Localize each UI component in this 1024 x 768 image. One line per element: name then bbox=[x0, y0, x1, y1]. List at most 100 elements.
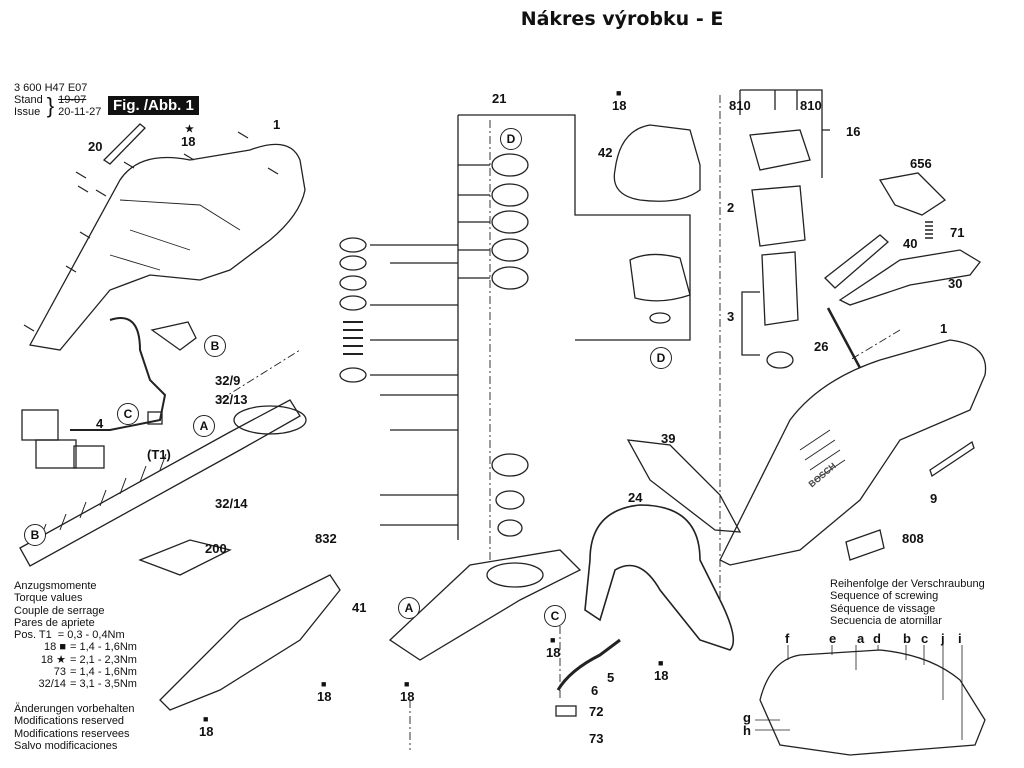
stand-old-value: 19-07 bbox=[58, 94, 87, 106]
strip-20 bbox=[102, 123, 146, 165]
square-mark-icon: ■ bbox=[59, 641, 66, 654]
sequence-heading-de: Reihenfolge der Verschraubung bbox=[830, 578, 985, 590]
clamp-72 bbox=[555, 705, 577, 717]
part-label-810: 810 bbox=[800, 98, 822, 113]
part-label-30: 30 bbox=[948, 276, 963, 291]
torque-range: = 3,1 - 3,5Nm bbox=[70, 678, 137, 691]
sequence-letter-h: h bbox=[743, 723, 751, 738]
bracket-21 bbox=[458, 114, 691, 341]
armature-3 bbox=[761, 251, 799, 326]
torque-pos: Pos. T1 bbox=[14, 629, 52, 642]
torque-row: 18 ■ = 1,4 - 1,6Nm bbox=[14, 641, 137, 653]
part-label-26: 26 bbox=[814, 339, 829, 354]
torque-heading-es: Pares de apriete bbox=[14, 616, 95, 629]
gear-stack-connectors bbox=[370, 164, 490, 526]
gear-disc bbox=[233, 405, 307, 435]
callout-d: D bbox=[650, 347, 672, 369]
front-handle-30 bbox=[838, 249, 981, 306]
strip-9 bbox=[929, 440, 975, 478]
part-label-5: 5 bbox=[607, 670, 615, 685]
base-cover bbox=[159, 574, 341, 711]
sequence-letter-b: b bbox=[903, 631, 911, 646]
bracket-16 bbox=[739, 89, 830, 178]
switch-box-2 bbox=[35, 439, 77, 469]
part-label-42: 42 bbox=[598, 145, 613, 160]
torque-heading-de: Anzugsmomente bbox=[14, 580, 97, 592]
part-label-21: 21 bbox=[492, 91, 507, 106]
issue-date: 20-11-27 bbox=[58, 106, 102, 118]
figure-label: Fig. /Abb. 1 bbox=[108, 96, 199, 115]
stand-issue: Stand Issue } 19-07 20-11-27 bbox=[14, 94, 101, 118]
callout-a: A bbox=[193, 415, 215, 437]
star-mark-icon: ★ bbox=[56, 653, 66, 666]
part-label-18-star: 18 bbox=[181, 123, 195, 148]
housing-inner-detail bbox=[109, 199, 241, 271]
torque-pos: 73 bbox=[53, 666, 66, 679]
torque-row: 73 = 1,4 - 1,6Nm bbox=[14, 666, 137, 678]
sequence-heading-en: Sequence of screwing bbox=[830, 590, 939, 603]
cable-harness bbox=[70, 317, 167, 431]
torque-range: = 0,3 - 0,4Nm bbox=[57, 629, 125, 642]
blade-guard bbox=[138, 539, 232, 576]
blade-assembly bbox=[19, 399, 301, 567]
sequence-letter-f: f bbox=[785, 631, 790, 646]
torque-values-legend: Anzugsmomente Torque values Couple de se… bbox=[14, 580, 137, 691]
torque-row: 18 ★ = 2,1 - 2,3Nm bbox=[14, 654, 137, 666]
bracket-3 bbox=[741, 291, 760, 356]
handle-cap bbox=[150, 321, 197, 351]
sequence-guide-lines bbox=[755, 645, 963, 740]
part-label-1: 1 bbox=[940, 321, 948, 336]
torque-heading-fr: Couple de serrage bbox=[14, 604, 105, 617]
part-label-24: 24 bbox=[628, 490, 643, 505]
sequence-letter-g: g bbox=[743, 710, 751, 725]
stand-label: Stand bbox=[14, 94, 43, 106]
part-label-32-13: 32/13 bbox=[215, 392, 248, 407]
page-title: Nákres výrobku - E bbox=[520, 8, 724, 30]
rod-26 bbox=[826, 307, 862, 369]
part-label-4: 4 bbox=[96, 416, 104, 431]
callout-b: B bbox=[24, 524, 46, 546]
part-label-41: 41 bbox=[352, 600, 367, 615]
part-label-40: 40 bbox=[903, 236, 918, 251]
part-label-9: 9 bbox=[930, 491, 938, 506]
part-label-18-square: 18 bbox=[612, 87, 626, 112]
sequence-letter-e: e bbox=[829, 631, 837, 646]
part-label-16: 16 bbox=[846, 124, 861, 139]
part-label-2: 2 bbox=[727, 200, 735, 215]
sequence-letter-c: c bbox=[921, 631, 929, 646]
plate-808 bbox=[845, 529, 885, 561]
grip-656 bbox=[878, 172, 947, 216]
part-label-18-square: 18 bbox=[400, 678, 414, 703]
part-label-18-square: 18 bbox=[199, 713, 213, 738]
torque-range: = 1,4 - 1,6Nm bbox=[70, 641, 137, 654]
part-label-1: 1 bbox=[273, 117, 281, 132]
sequence-heading-es: Secuencia de atornillar bbox=[830, 614, 942, 627]
housing-half-left bbox=[28, 143, 306, 351]
part-label-200: 200 bbox=[205, 541, 227, 556]
washers-left bbox=[339, 237, 367, 383]
callout-d: D bbox=[500, 128, 522, 150]
part-label-810: 810 bbox=[729, 98, 751, 113]
part-label-72: 72 bbox=[589, 704, 604, 719]
part-label-t1: (T1) bbox=[147, 447, 171, 462]
torque-range: = 2,1 - 2,3Nm bbox=[70, 653, 137, 666]
modifications-notice: Änderungen vorbehalten Modifications res… bbox=[14, 703, 134, 752]
sequence-heading-fr: Séquence de vissage bbox=[830, 602, 936, 615]
part-label-3: 3 bbox=[727, 309, 735, 324]
part-label-39: 39 bbox=[661, 431, 676, 446]
support-washer bbox=[649, 312, 671, 324]
gearbox-bearing-seat bbox=[486, 562, 544, 588]
issue-label: Issue bbox=[14, 106, 41, 118]
bearing-rings bbox=[491, 153, 529, 537]
screw-sequence-legend: Reihenfolge der Verschraubung Sequence o… bbox=[830, 578, 985, 627]
switch-box-3 bbox=[73, 445, 105, 469]
part-number: 3 600 H47 E07 bbox=[14, 82, 88, 94]
part-label-18-square: 18 bbox=[654, 657, 668, 682]
screws-star-group bbox=[23, 131, 279, 332]
part-label-32-9: 32/9 bbox=[215, 373, 241, 388]
armature-bearing bbox=[766, 351, 794, 369]
modifications-es: Salvo modificaciones bbox=[14, 739, 118, 752]
loop-handle-24 bbox=[584, 504, 735, 651]
torque-pos: 18 bbox=[40, 653, 54, 666]
